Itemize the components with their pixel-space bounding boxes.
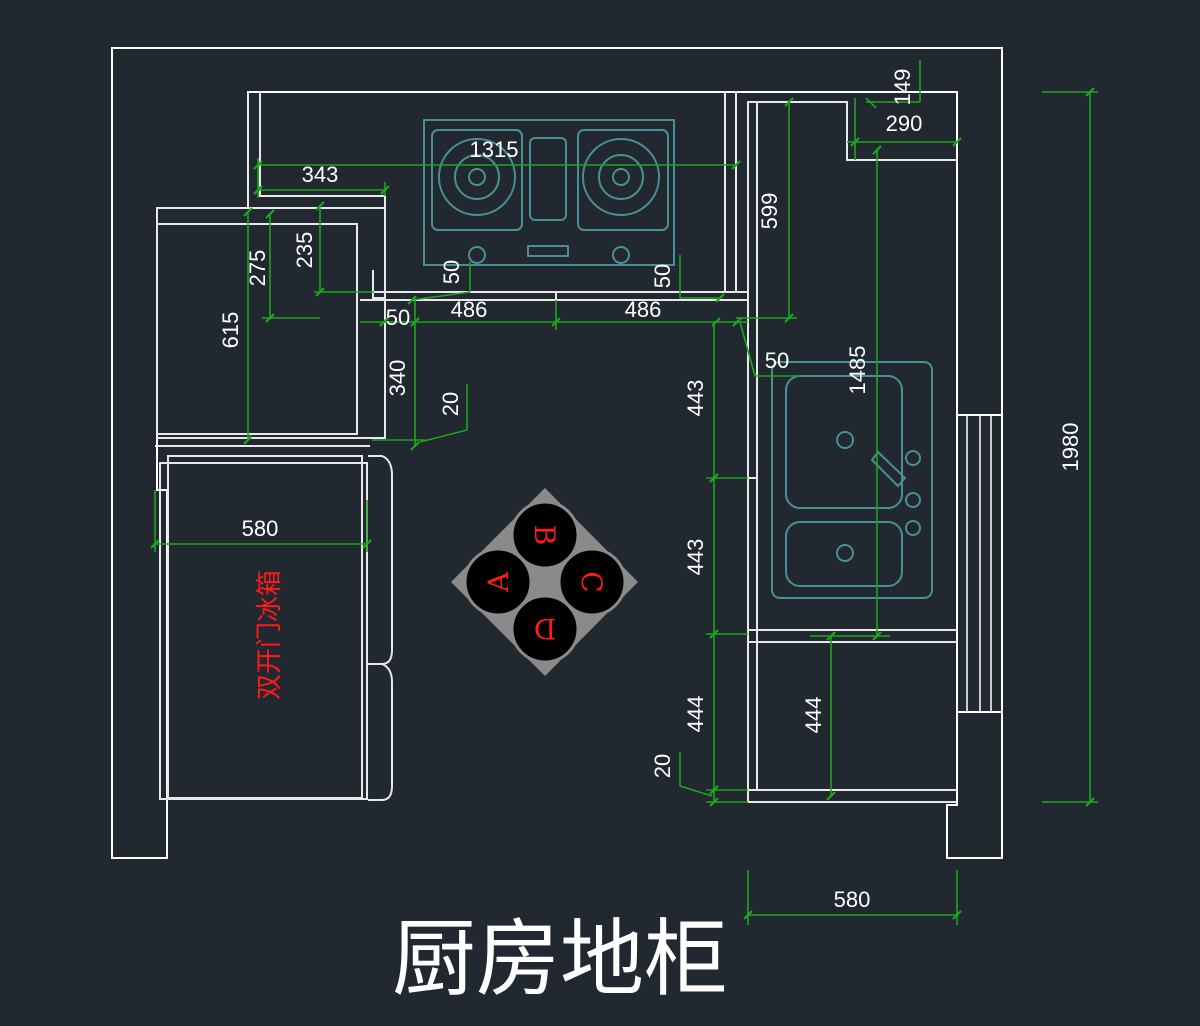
- dim-1980: 1980: [1058, 423, 1083, 472]
- fridge-label: 双开门冰箱: [255, 570, 285, 700]
- exterior-wall: [111, 47, 1003, 859]
- double-door-fridge: 双开门冰箱: [159, 455, 393, 801]
- gas-stove: [423, 119, 675, 266]
- zone-label-a: A: [482, 571, 515, 593]
- dim-50-stove-left: 50: [439, 260, 464, 284]
- drawing-title: 厨房地柜: [392, 910, 728, 1008]
- dim-20-left: 20: [438, 392, 463, 416]
- dim-443-upper: 443: [683, 380, 708, 417]
- dim-486-right: 486: [625, 297, 662, 322]
- dim-50-left: 50: [386, 305, 410, 330]
- zone-label-b: B: [528, 525, 561, 546]
- dimension-labels: 343 1315 149 290 599 275 235 615 50 50 5…: [218, 69, 1083, 912]
- dim-580-fridge: 580: [242, 516, 279, 541]
- dim-343: 343: [302, 162, 339, 187]
- dim-149: 149: [890, 69, 915, 106]
- dim-580-bottom: 580: [834, 887, 871, 912]
- right-counter: [736, 101, 957, 803]
- work-zone-diagram: A B C D: [451, 488, 638, 676]
- dim-599: 599: [757, 193, 782, 230]
- dim-20-bottom: 20: [650, 754, 675, 778]
- dim-444-left: 444: [683, 696, 708, 733]
- dim-486-left: 486: [451, 297, 488, 322]
- dim-340: 340: [385, 360, 410, 397]
- dim-1485: 1485: [845, 346, 870, 395]
- dim-50-right: 50: [765, 348, 789, 373]
- dim-615: 615: [218, 312, 243, 349]
- left-cabinet: [155, 207, 386, 447]
- window: [956, 414, 1003, 713]
- top-counter: [247, 92, 748, 301]
- dim-443-lower: 443: [683, 539, 708, 576]
- sink: [771, 361, 933, 599]
- dim-50-stove-right: 50: [650, 264, 675, 288]
- dim-444-right: 444: [801, 697, 826, 734]
- dimension-lines: [150, 60, 1098, 925]
- dim-275: 275: [245, 250, 270, 287]
- zone-label-d: D: [534, 612, 556, 645]
- dim-1315: 1315: [470, 137, 519, 162]
- dim-235: 235: [292, 232, 317, 269]
- zone-label-c: C: [575, 571, 608, 592]
- dim-290: 290: [886, 111, 923, 136]
